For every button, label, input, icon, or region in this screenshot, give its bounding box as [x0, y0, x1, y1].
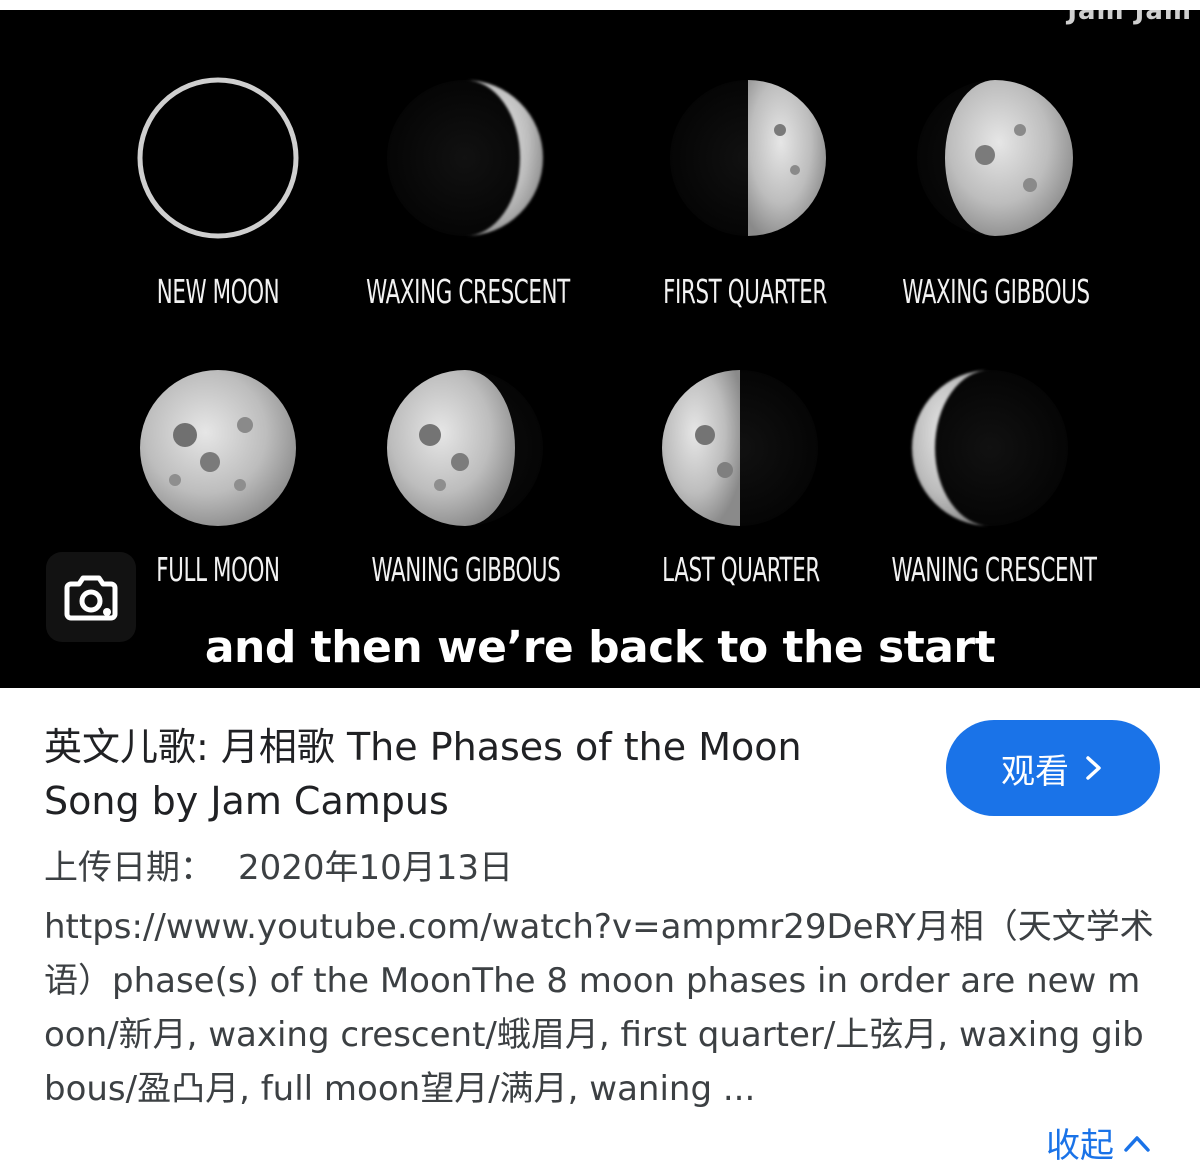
waxing-crescent-icon	[387, 80, 543, 236]
watch-button[interactable]: 观看	[946, 720, 1160, 816]
moon-phase-illustration	[137, 77, 1073, 526]
upload-date-label: 上传日期：	[44, 848, 214, 888]
new-moon-icon	[137, 77, 299, 239]
result-description: https://www.youtube.com/watch?v=ampmr29D…	[44, 907, 1154, 1109]
waning-crescent-icon	[912, 370, 1068, 526]
watermark: Jam Jam	[1067, 10, 1192, 26]
phase-label-waning-crescent: WANING CRESCENT	[891, 550, 1097, 589]
phase-label-first-quarter: FIRST QUARTER	[663, 272, 827, 311]
phase-label-waxing-gibbous: WAXING GIBBOUS	[902, 272, 1090, 311]
chevron-right-icon	[1086, 756, 1101, 780]
last-quarter-icon	[662, 370, 818, 526]
phase-label-waxing-crescent: WAXING CRESCENT	[366, 272, 570, 311]
video-thumbnail[interactable]: Jam Jam	[0, 10, 1200, 688]
camera-lens-icon	[64, 575, 118, 621]
result-title[interactable]: 英文儿歌: 月相歌 The Phases of the Moon Song by…	[44, 725, 802, 823]
phase-label-last-quarter: LAST QUARTER	[662, 550, 820, 589]
first-quarter-icon	[670, 80, 826, 236]
video-subtitle: and then we’re back to the start	[204, 622, 996, 673]
phase-label-new-moon: NEW MOON	[156, 272, 280, 311]
top-strip	[0, 0, 1200, 10]
watch-button-label: 观看	[1001, 751, 1069, 792]
lens-search-button[interactable]	[46, 552, 136, 642]
phase-label-waning-gibbous: WANING GIBBOUS	[371, 550, 561, 589]
waxing-gibbous-icon	[917, 80, 1073, 236]
upload-date-value: 2020年10月13日	[238, 848, 514, 888]
waning-gibbous-icon	[387, 370, 543, 526]
phase-label-full-moon: FULL MOON	[156, 550, 280, 589]
upload-date-line: 上传日期： 2020年10月13日	[44, 840, 513, 889]
full-moon-icon	[140, 370, 296, 526]
